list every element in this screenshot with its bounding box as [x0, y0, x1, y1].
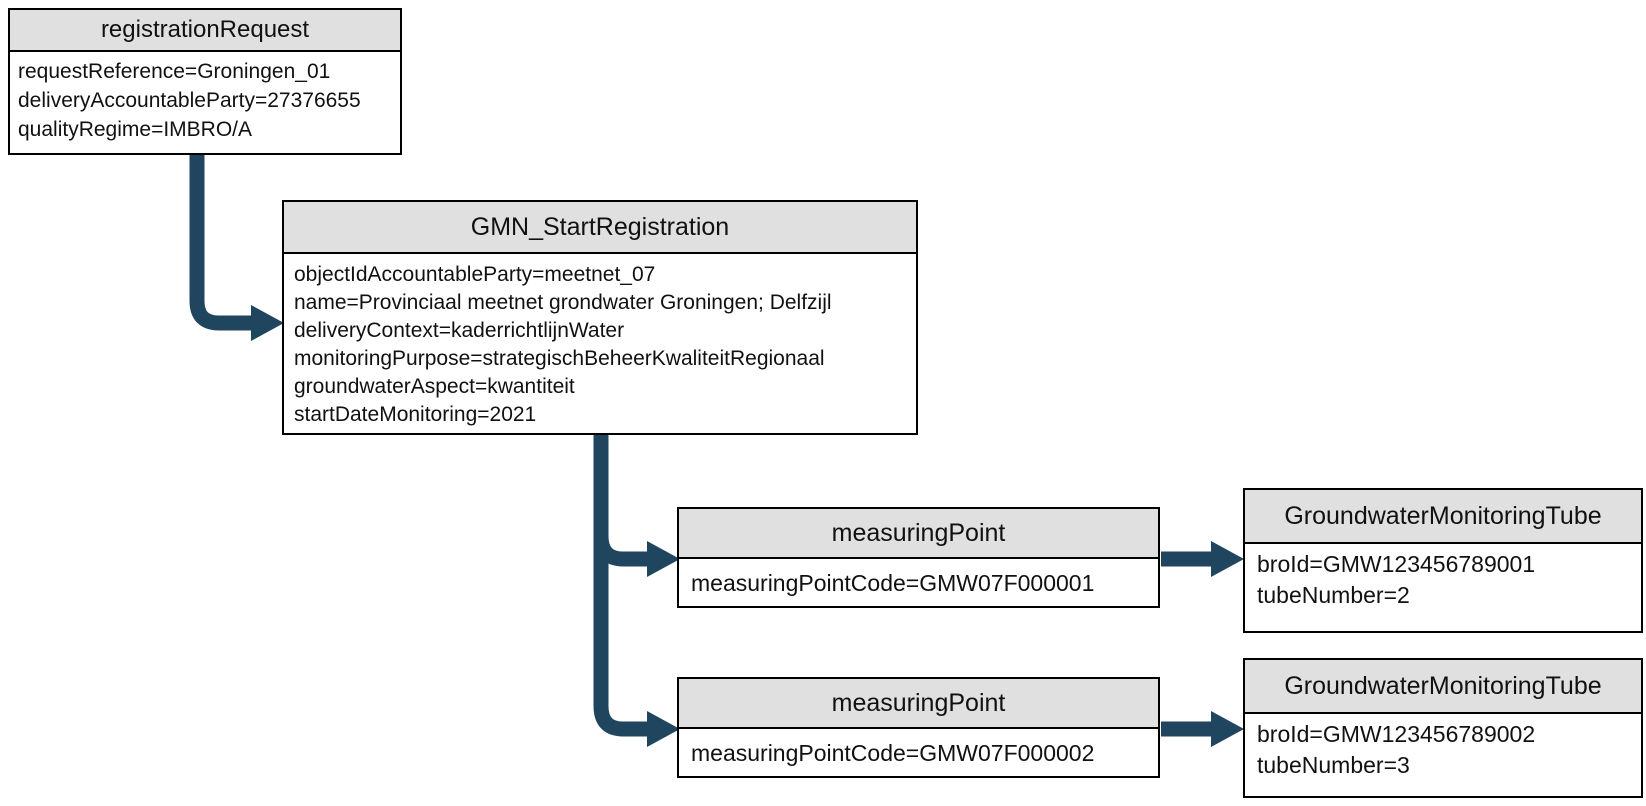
arrowhead-icon	[1211, 711, 1244, 747]
node-measuring-point-2-attributes: measuringPointCode=GMW07F000002	[679, 729, 1158, 777]
connector-gmn-to-measuringpoints	[593, 435, 680, 747]
attribute-tube-number: tubeNumber=2	[1257, 582, 1410, 608]
attribute-tube-number: tubeNumber=3	[1257, 752, 1410, 778]
connector-registrationrequest-to-gmn	[189, 155, 284, 341]
attribute-start-date-monitoring: startDateMonitoring=2021	[294, 403, 537, 426]
node-measuring-point-1: measuringPoint measuringPointCode=GMW07F…	[677, 507, 1160, 608]
arrowhead-icon	[647, 541, 680, 577]
node-registration-request-title: registrationRequest	[10, 10, 400, 52]
node-gmn-start-registration: GMN_StartRegistration objectIdAccountabl…	[282, 200, 918, 435]
attribute-measuring-point-code: measuringPointCode=GMW07F000002	[691, 740, 1095, 766]
node-measuring-point-2: measuringPoint measuringPointCode=GMW07F…	[677, 677, 1160, 778]
node-groundwater-monitoring-tube-1-attributes: broId=GMW123456789001 tubeNumber=2	[1245, 544, 1641, 616]
attribute-bro-id: broId=GMW123456789001	[1257, 551, 1536, 577]
node-gmn-start-registration-attributes: objectIdAccountableParty=meetnet_07 name…	[284, 254, 916, 436]
node-groundwater-monitoring-tube-2: GroundwaterMonitoringTube broId=GMW12345…	[1243, 658, 1643, 798]
arrowhead-icon	[1211, 541, 1244, 577]
attribute-measuring-point-code: measuringPointCode=GMW07F000001	[691, 570, 1095, 596]
node-groundwater-monitoring-tube-2-title: GroundwaterMonitoringTube	[1245, 660, 1641, 714]
attribute-groundwater-aspect: groundwaterAspect=kwantiteit	[294, 375, 575, 398]
node-gmn-start-registration-title: GMN_StartRegistration	[284, 202, 916, 254]
arrowhead-icon	[647, 711, 680, 747]
node-groundwater-monitoring-tube-1-title: GroundwaterMonitoringTube	[1245, 490, 1641, 544]
attribute-delivery-accountable-party: deliveryAccountableParty=27376655	[18, 89, 361, 112]
attribute-object-id-accountable-party: objectIdAccountableParty=meetnet_07	[294, 263, 656, 286]
arrowhead-icon	[251, 305, 284, 341]
attribute-bro-id: broId=GMW123456789002	[1257, 721, 1536, 747]
node-measuring-point-1-attributes: measuringPointCode=GMW07F000001	[679, 559, 1158, 607]
node-measuring-point-1-title: measuringPoint	[679, 509, 1158, 559]
node-groundwater-monitoring-tube-1: GroundwaterMonitoringTube broId=GMW12345…	[1243, 488, 1643, 633]
attribute-monitoring-purpose: monitoringPurpose=strategischBeheerKwali…	[294, 347, 825, 370]
node-registration-request-attributes: requestReference=Groningen_01 deliveryAc…	[10, 52, 400, 149]
node-registration-request: registrationRequest requestReference=Gro…	[8, 8, 402, 155]
attribute-delivery-context: deliveryContext=kaderrichtlijnWater	[294, 319, 625, 342]
connector-measuringpoint2-to-tube2	[1161, 711, 1244, 747]
attribute-name: name=Provinciaal meetnet grondwater Gron…	[294, 291, 832, 314]
attribute-quality-regime: qualityRegime=IMBRO/A	[18, 118, 253, 141]
node-groundwater-monitoring-tube-2-attributes: broId=GMW123456789002 tubeNumber=3	[1245, 714, 1641, 786]
node-measuring-point-2-title: measuringPoint	[679, 679, 1158, 729]
attribute-request-reference: requestReference=Groningen_01	[18, 60, 331, 83]
connector-measuringpoint1-to-tube1	[1161, 541, 1244, 577]
